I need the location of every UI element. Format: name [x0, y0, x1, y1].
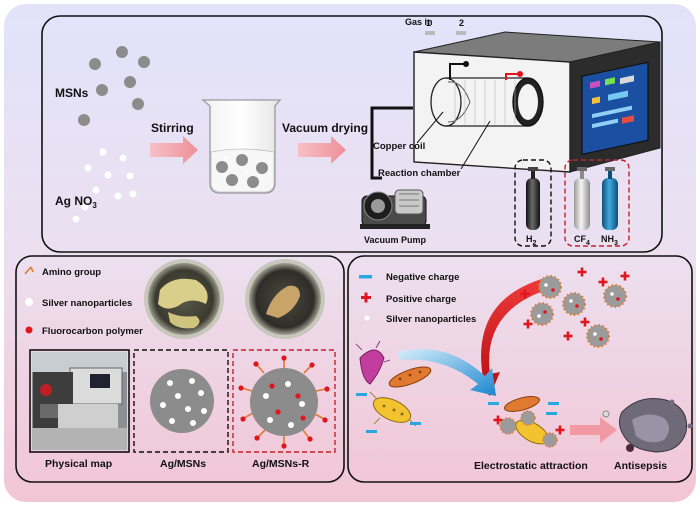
positive-charges [493, 267, 630, 435]
msns-particles [78, 46, 150, 126]
ag-msns-dashed-box [133, 349, 229, 453]
msns-label: MSNs [55, 86, 89, 100]
bottom-left-panel-frame [15, 255, 345, 483]
stirring-arrow [150, 136, 198, 164]
gas-port-2-label: 2 [459, 18, 464, 28]
reaction-chamber-label: Reaction chamber [378, 168, 461, 179]
agno3-particles [72, 148, 137, 223]
nanoparticle-cluster [530, 275, 627, 348]
legend-positive-label: Positive charge [386, 294, 456, 305]
amino-group-icon [24, 266, 34, 275]
legend-fluoro-label: Fluorocarbon polymer [42, 326, 143, 337]
cf4-label: CF4 [574, 234, 590, 247]
red-curved-arrow [470, 278, 546, 396]
reactor-device-icon [370, 31, 661, 180]
petri-dish-icon [144, 259, 224, 339]
nh3-label: NH3 [601, 234, 618, 247]
ag-msns-label: Ag/MSNs [160, 458, 206, 470]
gas-port-1-label: 1 [426, 18, 431, 28]
physical-map-label: Physical map [45, 458, 112, 470]
physical-map-photo [32, 352, 127, 450]
ag-msns-particle [150, 369, 214, 433]
vacuum-pump-label: Vacuum Pump [364, 235, 427, 245]
legend-amino-label: Amino group [42, 267, 101, 278]
cf4-nh3-dashed-box [564, 159, 630, 247]
negative-charges [356, 393, 559, 433]
positive-charge-icon [361, 292, 371, 303]
h2-cylinder-icon [526, 167, 540, 230]
top-panel-frame [41, 15, 663, 253]
gas-port-1 [425, 31, 435, 35]
copper-coil-leader [416, 111, 444, 144]
ag-msns-r-dashed-box [232, 349, 336, 453]
bacteria-icon [355, 340, 558, 448]
control-screen [581, 61, 649, 156]
h2-label: H2 [526, 234, 537, 247]
legend-negative-label: Negative charge [386, 272, 459, 283]
gas-port-2 [456, 31, 466, 35]
beaker-icon [201, 99, 282, 194]
legend-silver-np-label: Silver nanoparticles [386, 314, 476, 325]
physical-map-frame [29, 349, 130, 453]
bottom-right-panel-frame [347, 255, 693, 483]
ag-msns-r-label: Ag/MSNs-R [252, 458, 310, 470]
ag-msns-r-particle [238, 355, 330, 449]
agno3-label: Ag NO3 [55, 194, 97, 210]
dead-bacteria-icon [602, 398, 693, 453]
legend-silver-label: Silver nanoparticles [42, 298, 132, 309]
h2-dashed-box [514, 159, 552, 247]
antisepsis-arrow [570, 417, 617, 443]
gas-in-label: Gas in [405, 17, 433, 27]
silver-nanoparticle-icon [25, 298, 33, 306]
blue-curved-arrow [398, 349, 496, 396]
silver-nanoparticle-legend-icon [364, 315, 370, 321]
fluorocarbon-icon [25, 326, 33, 334]
petri-dish-r-icon [245, 259, 325, 339]
stirring-label: Stirring [151, 121, 194, 135]
electrostatic-label: Electrostatic attraction [474, 460, 588, 472]
vacuum-drying-arrow [298, 136, 346, 164]
vacuum-drying-label: Vacuum drying [282, 121, 368, 135]
vacuum-pump-icon [360, 189, 430, 229]
nh3-cylinder-icon [602, 167, 618, 230]
negative-charge-icon [359, 275, 372, 279]
reaction-chamber-leader [460, 120, 491, 170]
cf4-cylinder-icon [574, 167, 590, 230]
copper-coil-label: Copper coil [373, 141, 425, 152]
antisepsis-label: Antisepsis [614, 460, 667, 472]
